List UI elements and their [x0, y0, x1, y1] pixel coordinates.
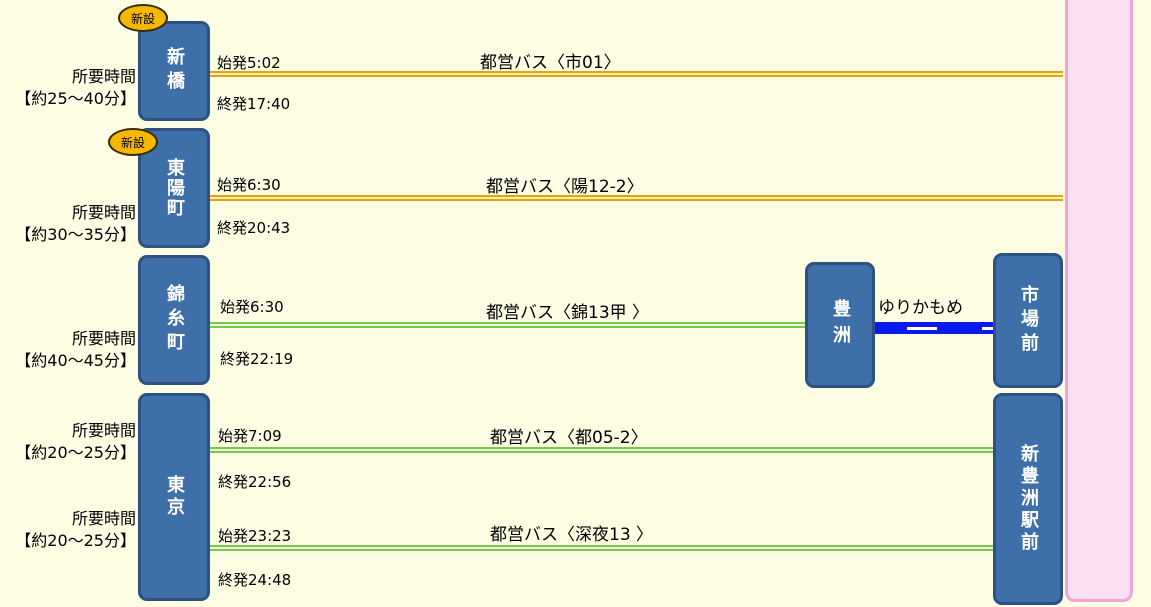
travel-time-label: 所要時間: [71, 203, 136, 222]
travel-time-label: 所要時間: [71, 421, 136, 440]
station-shintoyosu: 新豊洲駅前: [993, 393, 1063, 605]
yurikamome-label: ゆりかもめ: [878, 298, 963, 318]
destination-panel: [1065, 0, 1133, 602]
last-bus-time: 終発22:56: [218, 473, 292, 491]
travel-time: 所要時間 【約30〜35分】: [15, 202, 136, 246]
first-bus-time: 始発6:30: [220, 298, 284, 316]
bus-route-line-tokyo: [210, 447, 995, 453]
travel-time-label: 所要時間: [71, 329, 136, 348]
yurikamome-dash: [982, 327, 994, 330]
bus-route-name: 都営バス〈都05-2〉: [490, 428, 648, 448]
station-name: 豊洲: [830, 299, 851, 351]
station-toyosu: 豊洲: [805, 262, 875, 388]
station-name: 新橋: [164, 47, 185, 95]
new-badge: 新設: [118, 4, 168, 32]
bus-route-line-kinshicho: [210, 322, 808, 328]
station-shijomae: 市場前: [993, 253, 1063, 388]
travel-time-range: 【約25〜40分】: [15, 89, 136, 108]
last-bus-time: 終発24:48: [218, 571, 292, 589]
first-bus-time: 始発5:02: [217, 54, 281, 72]
station-name: 市場前: [1018, 284, 1039, 357]
bus-route-line-tokyo-night: [210, 545, 995, 551]
travel-time: 所要時間 【約25〜40分】: [15, 66, 136, 110]
first-bus-time: 始発7:09: [218, 427, 282, 445]
bus-route-line-toyocho: [210, 195, 1063, 201]
yurikamome-dash: [907, 327, 937, 330]
bus-route-name: 都営バス〈市01〉: [480, 53, 621, 73]
station-tokyo: 東京: [138, 393, 210, 601]
first-bus-time: 始発23:23: [218, 527, 292, 545]
station-name: 東陽町: [164, 158, 185, 218]
station-kinshicho: 錦糸町: [138, 255, 210, 385]
travel-time-range: 【約30〜35分】: [15, 225, 136, 244]
bus-route-line-shimbashi: [210, 71, 1063, 77]
last-bus-time: 終発22:19: [220, 350, 294, 368]
bus-route-name: 都営バス〈錦13甲 〉: [486, 303, 650, 323]
last-bus-time: 終発17:40: [217, 95, 291, 113]
last-bus-time: 終発20:43: [217, 219, 291, 237]
travel-time-range: 【約40〜45分】: [15, 351, 136, 370]
new-badge: 新設: [108, 128, 158, 156]
station-shimbashi: 新橋: [138, 21, 210, 121]
travel-time-range: 【約20〜25分】: [15, 531, 136, 550]
travel-time-label: 所要時間: [71, 509, 136, 528]
station-name: 錦糸町: [164, 284, 185, 356]
station-name: 東京: [164, 475, 185, 519]
station-name: 新豊洲駅前: [1018, 444, 1039, 554]
bus-route-name: 都営バス〈深夜13 〉: [490, 525, 654, 545]
travel-time-label: 所要時間: [71, 67, 136, 86]
travel-time: 所要時間 【約20〜25分】: [15, 508, 136, 552]
travel-time: 所要時間 【約40〜45分】: [15, 328, 136, 372]
travel-time: 所要時間 【約20〜25分】: [15, 420, 136, 464]
travel-time-range: 【約20〜25分】: [15, 443, 136, 462]
first-bus-time: 始発6:30: [217, 176, 281, 194]
bus-route-name: 都営バス〈陽12-2〉: [486, 177, 644, 197]
